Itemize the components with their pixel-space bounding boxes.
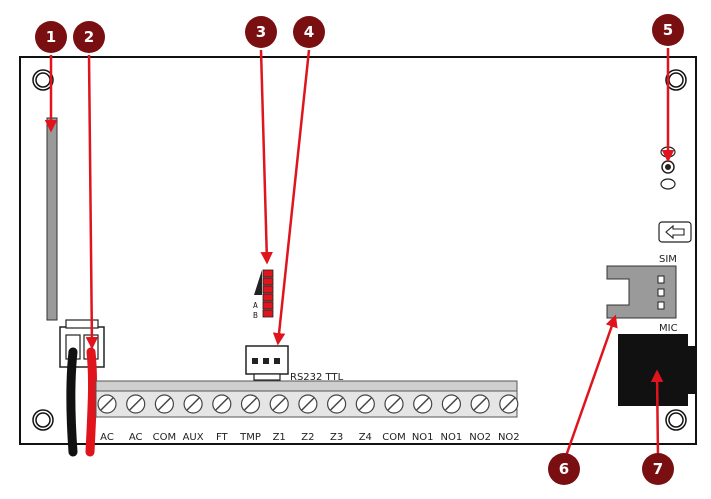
- antenna: [46, 117, 58, 321]
- marker-1: 1: [35, 21, 67, 53]
- marker-4: 4: [293, 16, 325, 48]
- led-label-b: B: [253, 311, 258, 320]
- terminal-screw: [499, 394, 519, 414]
- terminal-screw: [183, 394, 203, 414]
- terminal-label: FT: [216, 432, 229, 443]
- marker-5: 5: [652, 14, 684, 46]
- mic-label: MIC: [659, 323, 678, 334]
- terminal-screw: [97, 394, 117, 414]
- marker-2: 2: [73, 21, 105, 53]
- terminal-label: Z3: [330, 432, 343, 443]
- terminal-screw: [269, 394, 289, 414]
- sim-holder: [606, 265, 677, 319]
- terminal-screw: [413, 394, 433, 414]
- terminal-screw: [327, 394, 347, 414]
- callout-arrows: [44, 48, 675, 458]
- terminal-screw: [355, 394, 375, 414]
- terminal-label: AC: [100, 432, 114, 443]
- terminal-screw: [212, 394, 232, 414]
- terminal-label: COM: [153, 432, 176, 443]
- svg-text:5: 5: [663, 21, 673, 39]
- status-leds: A B: [253, 269, 274, 320]
- svg-text:6: 6: [559, 460, 569, 478]
- svg-text:7: 7: [653, 460, 663, 478]
- terminal-label: NO1: [412, 432, 434, 443]
- battery-connector: [59, 319, 105, 368]
- svg-text:4: 4: [304, 23, 314, 41]
- terminal-screw: [240, 394, 261, 414]
- terminal-label: AUX: [183, 432, 204, 443]
- sim-label: SIM: [659, 254, 677, 265]
- terminal-screw: [298, 394, 318, 414]
- terminal-label: Z2: [301, 432, 314, 443]
- svg-text:1: 1: [46, 28, 56, 46]
- terminal-label: Z4: [359, 432, 372, 443]
- mounting-holes: [32, 69, 687, 431]
- terminal-screw: [470, 394, 490, 414]
- terminal-screw: [126, 394, 146, 414]
- terminal-label: Z1: [273, 432, 286, 443]
- red-wire: [85, 347, 98, 457]
- svg-text:3: 3: [256, 23, 266, 41]
- marker-7: 7: [642, 453, 674, 485]
- rs232-label: RS232 TTL: [290, 372, 344, 383]
- terminal-label: NO2: [469, 432, 491, 443]
- rs232-connector: [245, 345, 289, 381]
- terminal-screw: [154, 394, 174, 414]
- terminal-screw: [441, 394, 461, 414]
- terminal-label: NO2: [498, 432, 520, 443]
- terminal-label: AC: [129, 432, 143, 443]
- terminal-screw: [384, 394, 404, 414]
- marker-6: 6: [548, 453, 580, 485]
- black-wire: [66, 347, 78, 457]
- terminal-label: COM: [382, 432, 405, 443]
- svg-text:2: 2: [84, 28, 94, 46]
- terminal-label: NO1: [441, 432, 463, 443]
- terminal-label: TMP: [239, 432, 261, 443]
- pcb-board: [19, 56, 697, 445]
- insert-arrow-icon: [658, 221, 692, 243]
- marker-3: 3: [245, 16, 277, 48]
- led-label-a: A: [253, 301, 258, 310]
